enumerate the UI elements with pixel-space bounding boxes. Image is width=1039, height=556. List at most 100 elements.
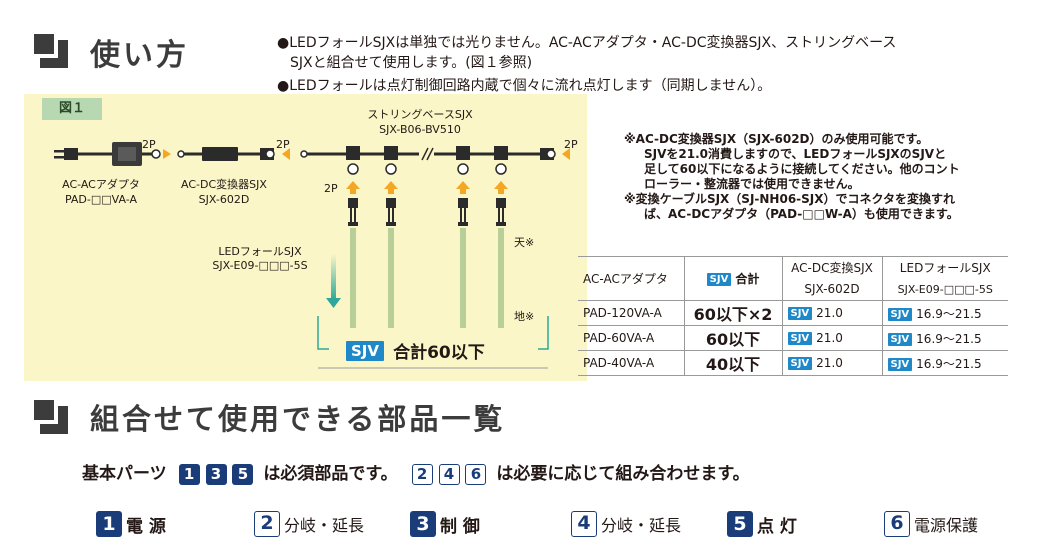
part-label: 分岐・延長 — [284, 516, 365, 535]
caution-line-3: 足して60以下になるように接続してください。他のコント — [644, 162, 960, 176]
converter-icon — [177, 147, 275, 161]
optional-num-6: 6 — [465, 463, 487, 485]
header-adapter: AC-ACアダプタ — [578, 256, 685, 301]
row-led-value: 16.9～21.5 — [916, 331, 982, 346]
adapter-icon — [112, 142, 142, 166]
required-num-1: 1 — [178, 463, 200, 485]
led-name: LEDフォールSJX — [218, 245, 302, 258]
sjv-badge: SJV — [887, 307, 913, 321]
required-num-5: 5 — [232, 463, 254, 485]
total-text: 合計60以下 — [393, 343, 485, 363]
table-header-row-2: SJX-602D SJX-E09-□□□-5S — [578, 278, 1008, 301]
sjv-badge: SJV — [346, 340, 384, 361]
label-top: 天※ — [514, 236, 535, 249]
sjv-badge: SJV — [787, 357, 813, 370]
row-total: 60以下 — [684, 325, 783, 351]
usage-note-2: ●LEDフォールは点灯制御回路内蔵で個々に流れ点灯します（同期しません）。 — [277, 78, 772, 94]
part-num: 2 — [254, 511, 280, 537]
label-bottom: 地※ — [514, 310, 535, 323]
row-conv-value: 21.0 — [816, 306, 843, 320]
label-2p-1: 2P — [142, 138, 156, 151]
part-num: 5 — [727, 511, 753, 537]
usage-note-1: ●LEDフォールSJXは単独では光りません。AC-ACアダプタ・AC-DC変換器… — [277, 35, 897, 51]
row-led-value: 16.9～21.5 — [916, 356, 982, 371]
caution-line-2: SJVを21.0消費しますので、LEDフォールSJXのSJVと — [644, 147, 947, 161]
optional-num-2: 2 — [411, 463, 433, 485]
caution-line-5: ※変換ケーブルSJX（SJ-NH06-SJX）でコネクタを変換すれ — [624, 192, 956, 206]
required-num-3: 3 — [205, 463, 227, 485]
converter-name: AC-DC変換器SJX — [181, 178, 267, 191]
label-2p-3: 2P — [564, 138, 578, 151]
wiring-diagram — [54, 142, 570, 369]
sjv-badge: SJV — [787, 332, 813, 345]
parts-prefix: 基本パーツ — [82, 464, 167, 484]
section-title-parts: 組合せて使用できる部品一覧 — [90, 402, 506, 436]
label-2p-2: 2P — [276, 138, 290, 151]
parts-mid: は必須部品です。 — [263, 464, 398, 484]
adapter-model: PAD-□□VA-A — [64, 193, 138, 206]
row-conv-value: 21.0 — [816, 331, 843, 345]
row-model: PAD-60VA-A — [578, 325, 685, 351]
figure-tag: 図１ — [42, 98, 102, 120]
header-conv-name: AC-DC変換SJX — [782, 256, 883, 279]
row-model: PAD-120VA-A — [578, 300, 685, 326]
sjv-badge: SJV — [887, 357, 913, 371]
parts-suffix: は必要に応じて組み合わせます。 — [496, 464, 750, 484]
row-led-value: 16.9～21.5 — [916, 306, 982, 321]
caution-line-6: ば、AC-DCアダプタ（PAD-□□W-A）も使用できます。 — [644, 207, 959, 221]
part-num: 6 — [884, 511, 910, 537]
row-total: 40以下 — [684, 350, 783, 376]
header-led-model: SJX-E09-□□□-5S — [882, 278, 1008, 301]
arrow-left-icon-3 — [562, 148, 570, 160]
part-label: 電 源 — [126, 516, 166, 537]
section-mark-icon-2 — [34, 400, 68, 434]
arrow-left-icon-2 — [282, 148, 290, 160]
caution-line-1: ※AC-DC変換器SJX（SJX-602D）のみ使用可能です。 — [624, 132, 929, 146]
base-name: ストリングベースSJX — [367, 108, 473, 121]
header-led-name: LEDフォールSJX — [882, 256, 1008, 279]
converter-model: SJX-602D — [198, 193, 250, 206]
caution-notes: ※AC-DC変換器SJX（SJX-602D）のみ使用可能です。 SJVを21.0… — [624, 132, 960, 222]
section-title-usage: 使い方 — [90, 38, 189, 73]
section-mark-icon — [34, 34, 68, 68]
part-label: 制 御 — [440, 516, 480, 537]
optional-num-4: 4 — [438, 463, 460, 485]
parts-requirement-line: 基本パーツ 1 3 5 は必須部品です。 2 4 6 は必要に応じて組み合わせま… — [82, 459, 750, 485]
part-num: 4 — [571, 511, 597, 537]
led-model: SJX-E09-□□□-5S — [212, 259, 308, 272]
figure-panel: 図１ — [24, 94, 587, 381]
part-label: 分岐・延長 — [601, 516, 682, 535]
sjv-badge: SJV — [887, 332, 913, 346]
row-conv-value: 21.0 — [816, 356, 843, 370]
arrow-left-icon — [163, 149, 171, 159]
part-num: 3 — [410, 511, 436, 537]
row-total: 60以下×2 — [684, 300, 783, 326]
label-2p-4: 2P — [324, 182, 338, 195]
total-sjv-label: SJV 合計60以下 — [346, 338, 485, 363]
sjv-badge: SJV — [787, 307, 813, 320]
led-tubes — [346, 163, 508, 328]
usage-note-1-cont: SJXと組合せて使用します。(図１参照) — [290, 55, 533, 71]
header-total-text: 合計 — [735, 272, 760, 286]
part-label: 電源保護 — [914, 516, 979, 535]
plug-icon — [54, 148, 78, 160]
row-model: PAD-40VA-A — [578, 350, 685, 376]
adapter-name: AC-ACアダプタ — [62, 178, 140, 191]
part-label: 点 灯 — [757, 516, 797, 537]
